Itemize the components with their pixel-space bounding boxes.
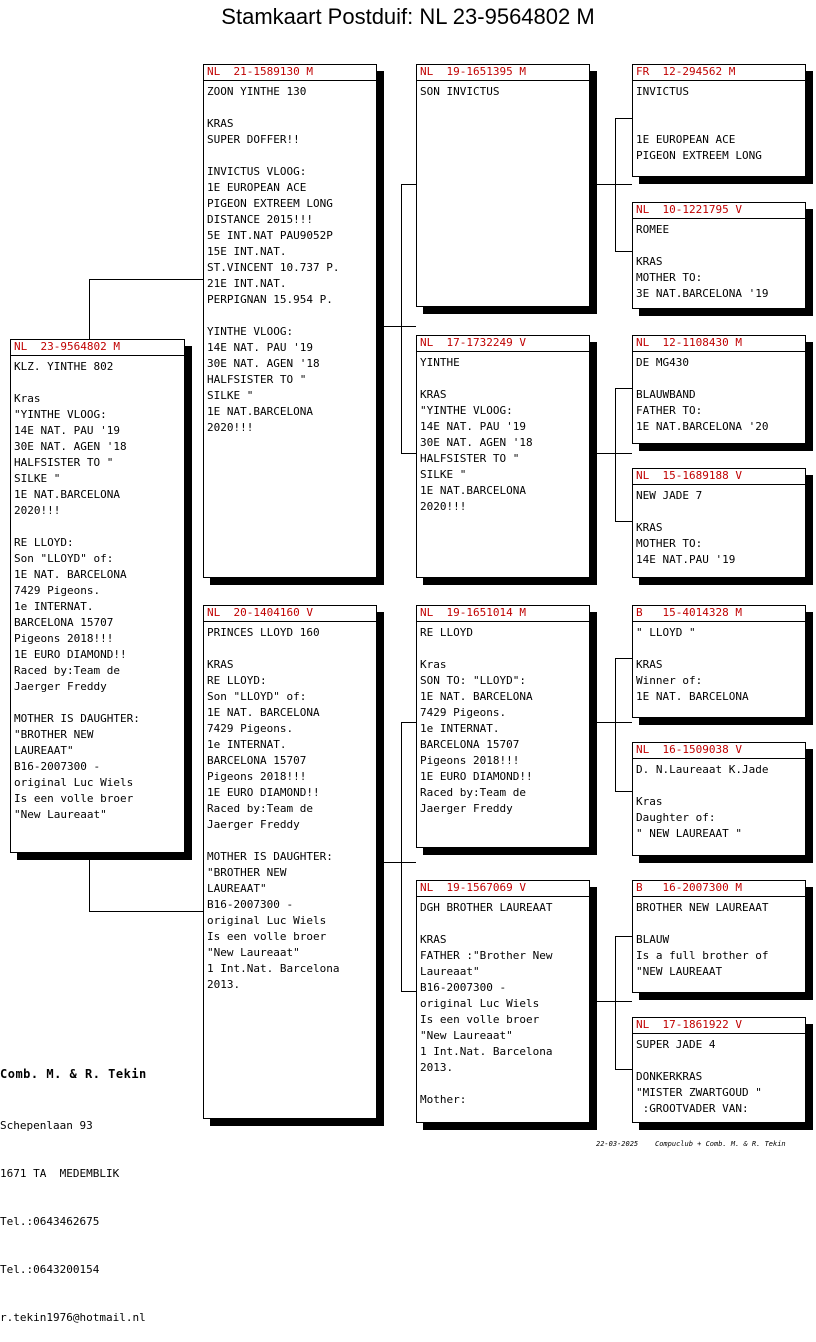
pigeon-card-fm[interactable]: NL 17-1732249 V YINTHE KRAS "YINTHE VLOO… [416, 335, 590, 578]
ring-number: NL 16-1509038 V [633, 743, 805, 759]
connector-line [401, 722, 416, 723]
pigeon-description: " LLOYD " KRAS Winner of: 1E NAT. BARCEL… [636, 626, 749, 703]
pigeon-description: RE LLOYD Kras SON TO: "LLOYD": 1E NAT. B… [420, 626, 533, 815]
connector-line [382, 326, 416, 327]
pigeon-description: KLZ. YINTHE 802 Kras "YINTHE VLOOG: 14E … [14, 360, 140, 821]
pigeon-description: SUPER JADE 4 DONKERKRAS "MISTER ZWARTGOU… [636, 1038, 762, 1115]
connector-line [401, 184, 402, 454]
pigeon-card-mmf[interactable]: B 16-2007300 M BROTHER NEW LAUREAAT BLAU… [632, 880, 806, 993]
pigeon-card-mff[interactable]: B 15-4014328 M " LLOYD " KRAS Winner of:… [632, 605, 806, 718]
connector-line [89, 279, 90, 340]
connector-line [615, 658, 632, 659]
owner-email: r.tekin1976@hotmail.nl [0, 1311, 146, 1324]
ring-number: NL 12-1108430 M [633, 336, 805, 352]
owner-info: Comb. M. & R. Tekin Schepenlaan 93 1671 … [0, 1034, 147, 1342]
owner-street: Schepenlaan 93 [0, 1119, 93, 1132]
connector-line [596, 453, 632, 454]
connector-line [401, 453, 416, 454]
pigeon-description: BROTHER NEW LAUREAAT BLAUW Is a full bro… [636, 901, 769, 978]
pigeon-card-mmm[interactable]: NL 17-1861922 V SUPER JADE 4 DONKERKRAS … [632, 1017, 806, 1123]
connector-line [615, 251, 632, 252]
connector-line [615, 118, 632, 119]
ring-number: NL 19-1567069 V [417, 881, 589, 897]
ring-number: FR 12-294562 M [633, 65, 805, 81]
ring-number: B 15-4014328 M [633, 606, 805, 622]
pigeon-card-mf[interactable]: NL 19-1651014 M RE LLOYD Kras SON TO: "L… [416, 605, 590, 848]
owner-phone-1: Tel.:0643462675 [0, 1215, 100, 1228]
connector-line [615, 791, 632, 792]
connector-line [401, 184, 416, 185]
ring-number: NL 19-1651395 M [417, 65, 589, 81]
ring-number: NL 21-1589130 M [204, 65, 376, 81]
pigeon-card-ffm[interactable]: NL 10-1221795 V ROMEE KRAS MOTHER TO: 3E… [632, 202, 806, 309]
owner-phone-2: Tel.:0643200154 [0, 1263, 100, 1276]
ring-number: NL 19-1651014 M [417, 606, 589, 622]
page-title: Stamkaart Postduif: NL 23-9564802 M [221, 4, 595, 29]
connector-line [596, 722, 632, 723]
ring-number: B 16-2007300 M [633, 881, 805, 897]
connector-line [401, 991, 416, 992]
pigeon-description: INVICTUS 1E EUROPEAN ACE PIGEON EXTREEM … [636, 85, 762, 162]
connector-line [615, 388, 616, 522]
pigeon-description: DE MG430 BLAUWBAND FATHER TO: 1E NAT.BAR… [636, 356, 769, 433]
pigeon-description: YINTHE KRAS "YINTHE VLOOG: 14E NAT. PAU … [420, 356, 533, 513]
pigeon-description: PRINCES LLOYD 160 KRAS RE LLOYD: Son "LL… [207, 626, 340, 991]
pigeon-card-mfm[interactable]: NL 16-1509038 V D. N.Laureaat K.Jade Kra… [632, 742, 806, 856]
owner-name: Comb. M. & R. Tekin [0, 1067, 147, 1081]
ring-number: NL 15-1689188 V [633, 469, 805, 485]
pigeon-card-ff[interactable]: NL 19-1651395 M SON INVICTUS [416, 64, 590, 307]
pigeon-card-fmm[interactable]: NL 15-1689188 V NEW JADE 7 KRAS MOTHER T… [632, 468, 806, 578]
pigeon-card-father[interactable]: NL 21-1589130 M ZOON YINTHE 130 KRAS SUP… [203, 64, 377, 578]
ring-number: NL 17-1732249 V [417, 336, 589, 352]
pigeon-card-mm[interactable]: NL 19-1567069 V DGH BROTHER LAUREAAT KRA… [416, 880, 590, 1123]
connector-line [615, 521, 632, 522]
connector-line [615, 388, 632, 389]
connector-line [615, 936, 616, 1070]
connector-line [596, 184, 632, 185]
connector-line [89, 852, 90, 912]
pigeon-description: NEW JADE 7 KRAS MOTHER TO: 14E NAT.PAU '… [636, 489, 736, 566]
connector-line [615, 658, 616, 792]
pigeon-card-subject[interactable]: NL 23-9564802 M KLZ. YINTHE 802 Kras "YI… [10, 339, 185, 853]
connector-line [615, 936, 632, 937]
pigeon-card-fff[interactable]: FR 12-294562 M INVICTUS 1E EUROPEAN ACE … [632, 64, 806, 177]
pigeon-description: SON INVICTUS [420, 85, 500, 98]
connector-line [89, 911, 203, 912]
connector-line [615, 1069, 632, 1070]
ring-number: NL 17-1861922 V [633, 1018, 805, 1034]
ring-number: NL 23-9564802 M [11, 340, 184, 356]
footer-credit: 22-03-2025 Compuclub + Comb. M. & R. Tek… [596, 1140, 786, 1148]
pigeon-description: ROMEE KRAS MOTHER TO: 3E NAT.BARCELONA '… [636, 223, 769, 300]
ring-number: NL 20-1404160 V [204, 606, 376, 622]
connector-line [382, 862, 416, 863]
connector-line [401, 722, 402, 992]
connector-line [615, 118, 616, 252]
ring-number: NL 10-1221795 V [633, 203, 805, 219]
pigeon-card-fmf[interactable]: NL 12-1108430 M DE MG430 BLAUWBAND FATHE… [632, 335, 806, 444]
pigeon-description: ZOON YINTHE 130 KRAS SUPER DOFFER!! INVI… [207, 85, 340, 434]
pigeon-card-mother[interactable]: NL 20-1404160 V PRINCES LLOYD 160 KRAS R… [203, 605, 377, 1119]
owner-city: 1671 TA MEDEMBLIK [0, 1167, 120, 1180]
connector-line [89, 279, 203, 280]
pigeon-description: D. N.Laureaat K.Jade Kras Daughter of: "… [636, 763, 769, 840]
pigeon-description: DGH BROTHER LAUREAAT KRAS FATHER :"Broth… [420, 901, 553, 1106]
connector-line [596, 1001, 632, 1002]
